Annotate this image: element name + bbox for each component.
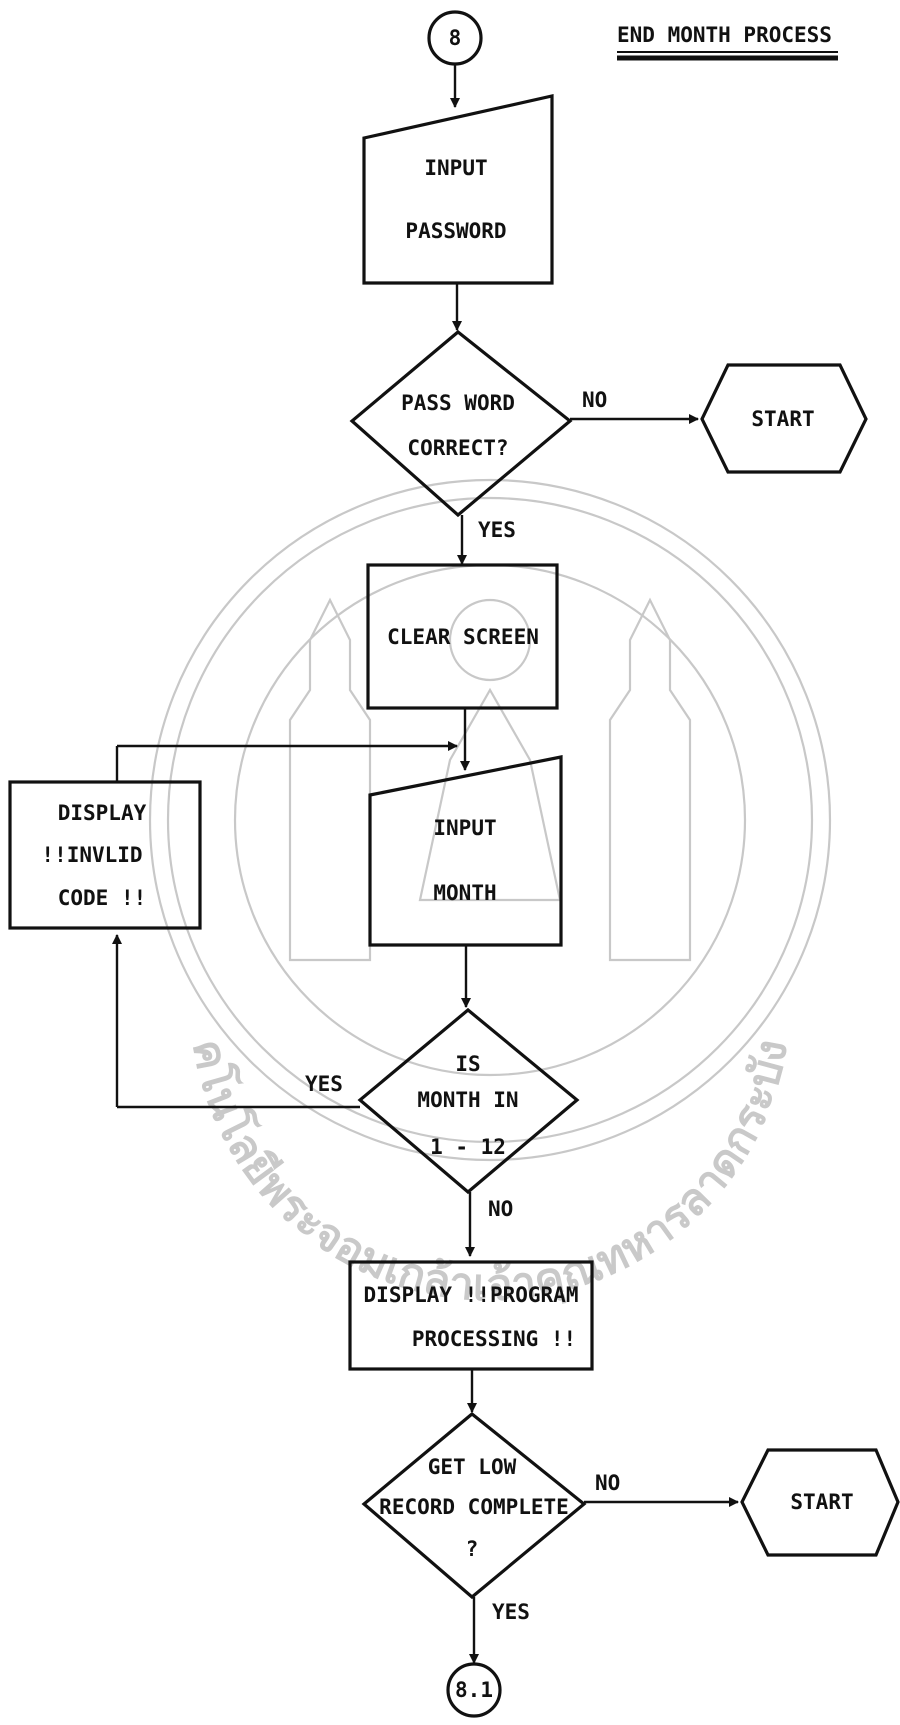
input-password-line2: PASSWORD	[405, 219, 506, 243]
connector-8-1: 8.1	[446, 1662, 502, 1718]
start-terminal-1: START	[700, 363, 868, 474]
connector-8: 8	[427, 10, 483, 66]
record-no-label: NO	[595, 1471, 620, 1495]
record-check-line2: RECORD COMPLETE	[379, 1495, 569, 1519]
input-month-line1: INPUT	[433, 816, 496, 840]
password-yes-label: YES	[478, 518, 516, 542]
month-no-label: NO	[488, 1197, 513, 1221]
input-month-line2: MONTH	[433, 881, 496, 905]
connector-8-1-label: 8.1	[455, 1678, 493, 1702]
record-check-line1: GET LOW	[428, 1455, 517, 1479]
display-processing-line2: PROCESSING !!	[412, 1327, 576, 1351]
month-check-line3: 1 - 12	[430, 1135, 506, 1159]
month-yes-label: YES	[305, 1072, 343, 1096]
clear-screen-box: CLEAR SCREEN	[366, 563, 559, 710]
month-check-line2: MONTH IN	[417, 1088, 518, 1112]
password-no-label: NO	[582, 388, 607, 412]
record-check-line3: ?	[466, 1537, 479, 1561]
input-password-box: INPUT PASSWORD	[362, 94, 554, 285]
page-title: END MONTH PROCESS	[617, 23, 832, 47]
connector-8-label: 8	[449, 26, 462, 50]
start-terminal-1-label: START	[751, 407, 814, 431]
month-check-line1: IS	[455, 1052, 480, 1076]
start-terminal-2-label: START	[790, 1490, 853, 1514]
display-invalid-box: DISPLAY !!INVLID CODE !!	[8, 780, 202, 930]
record-yes-label: YES	[492, 1600, 530, 1624]
clear-screen-label: CLEAR SCREEN	[387, 625, 539, 649]
display-invalid-line3: CODE !!	[58, 886, 147, 910]
password-check-line1: PASS WORD	[401, 391, 515, 415]
month-check-decision: IS MONTH IN 1 - 12	[357, 1007, 580, 1195]
display-invalid-line1: DISPLAY	[58, 801, 147, 825]
record-check-decision: GET LOW RECORD COMPLETE ?	[361, 1411, 587, 1600]
password-check-line2: CORRECT?	[407, 436, 508, 460]
start-terminal-2: START	[740, 1448, 900, 1557]
input-month-box: INPUT MONTH	[368, 755, 563, 947]
display-processing-line1: DISPLAY !!PROGRAM	[364, 1283, 579, 1307]
display-invalid-line2: !!INVLID	[41, 843, 142, 867]
input-password-line1: INPUT	[424, 156, 487, 180]
password-check-decision: PASS WORD CORRECT?	[349, 329, 573, 518]
